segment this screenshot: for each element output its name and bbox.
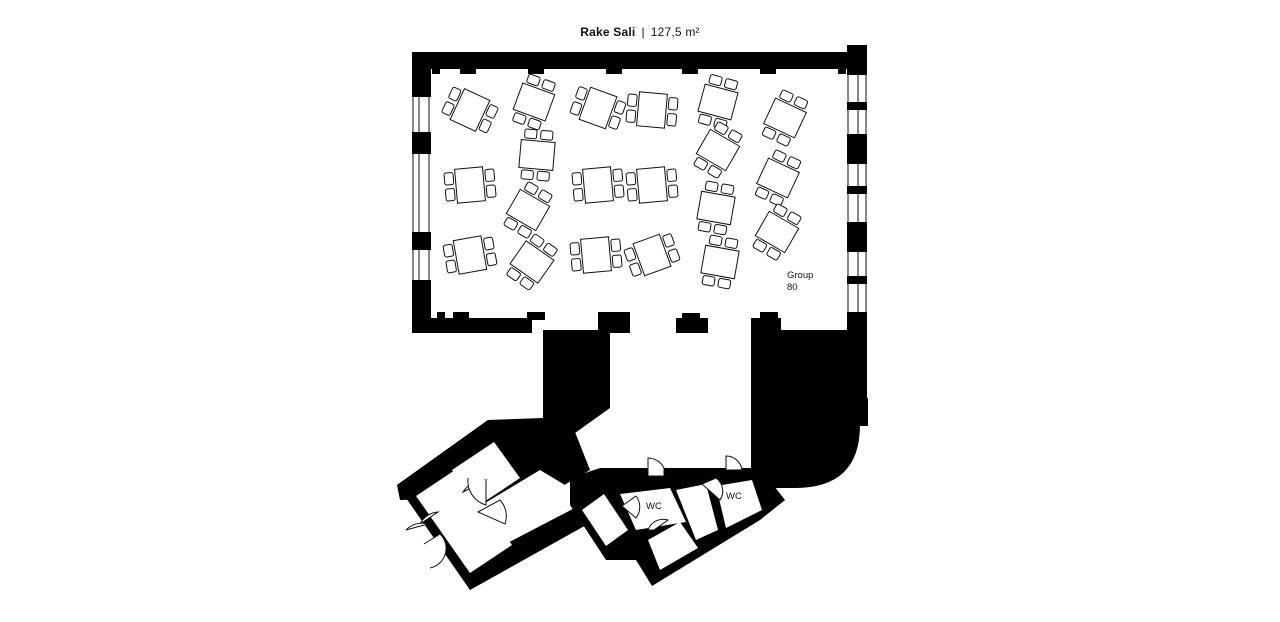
table <box>749 201 805 263</box>
table <box>569 235 623 275</box>
table <box>441 233 499 277</box>
left-windows <box>412 97 430 280</box>
title-separator: | <box>641 25 645 39</box>
wc-label-right: WC <box>726 491 742 502</box>
table <box>690 119 746 181</box>
table <box>508 72 560 132</box>
table <box>517 128 557 182</box>
table <box>694 179 738 237</box>
table <box>568 82 628 134</box>
group-size: 80 <box>787 282 798 293</box>
main-hall-walls <box>412 45 867 338</box>
table <box>443 165 497 205</box>
table <box>571 165 625 205</box>
table <box>758 87 812 149</box>
table <box>625 90 679 130</box>
wc-doors <box>621 455 743 531</box>
table <box>500 179 556 241</box>
table <box>503 231 561 293</box>
room-name: Rake Sali <box>580 25 636 39</box>
wc-block <box>570 468 785 586</box>
right-windows <box>847 75 867 312</box>
vestibule-doors <box>405 477 507 569</box>
room-area: 127,5 m² <box>650 25 700 39</box>
table <box>622 229 682 281</box>
table <box>751 147 805 209</box>
floor-plan-title: Rake Sali | 127,5 m² <box>0 25 1280 39</box>
table <box>698 233 742 291</box>
table-group <box>439 72 812 293</box>
wc-label-left: WC <box>646 501 662 512</box>
table <box>439 83 501 137</box>
table <box>625 165 679 205</box>
group-label: Group <box>787 270 813 281</box>
